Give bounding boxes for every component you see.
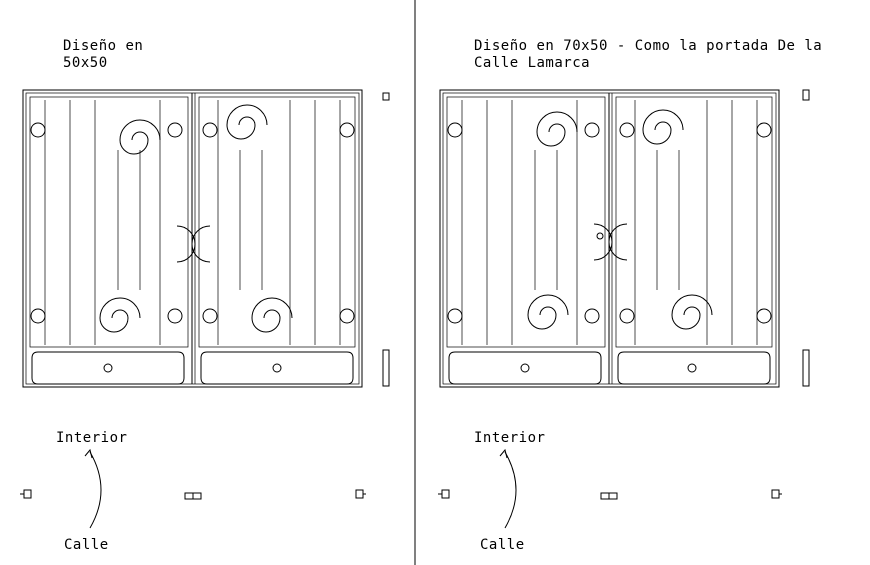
left-arrow-icon (84, 448, 93, 459)
left-gate-elevation (22, 89, 363, 388)
right-title-line2: Calle Lamarca (474, 55, 590, 71)
right-interior-label: Interior (474, 430, 545, 446)
left-plan-view (20, 448, 366, 529)
right-swing-arc (504, 451, 517, 529)
right-plan-view (438, 448, 782, 529)
right-title-line1: Diseño en 70x50 - Como la portada De la (474, 38, 822, 54)
left-calle-label: Calle (64, 537, 109, 553)
left-title-line2: 50x50 (63, 55, 108, 71)
left-swing-arc (89, 451, 102, 529)
left-title-line1: Diseño en (63, 38, 143, 54)
left-interior-label: Interior (56, 430, 127, 446)
right-gate-elevation (439, 89, 780, 388)
right-arrow-icon (499, 448, 508, 459)
right-calle-label: Calle (480, 537, 525, 553)
